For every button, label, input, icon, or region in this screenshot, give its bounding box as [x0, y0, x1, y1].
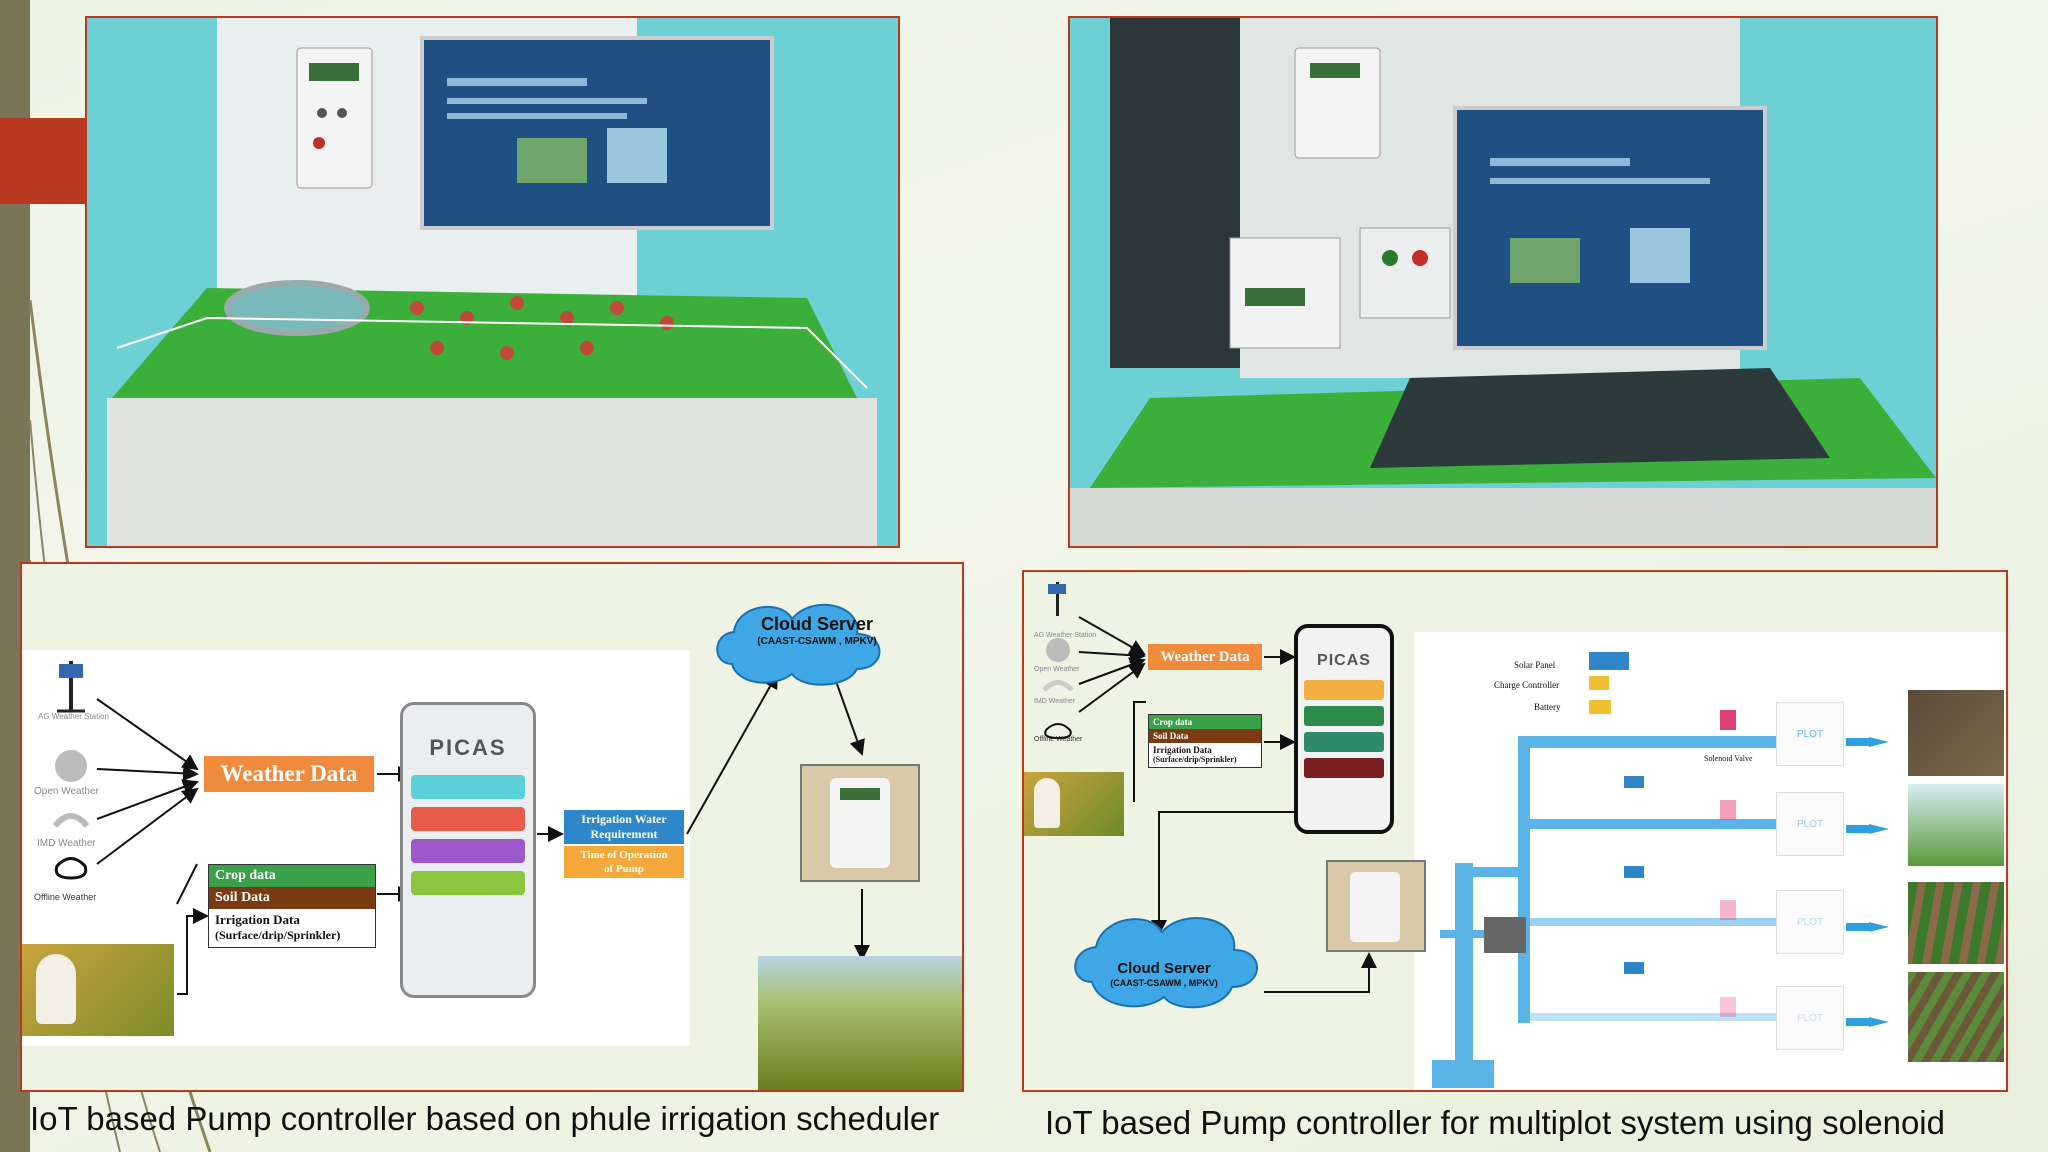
mp-pump-controller-image [1326, 860, 1426, 952]
diagram-phule-scheduler: AG Weather Station Open Weather IMD Weat… [20, 562, 964, 1092]
crop-data-row: Crop data [209, 865, 375, 887]
charge-controller-label: Charge Controller [1494, 680, 1560, 690]
mp-cloud-server-title: Cloud Server [1117, 960, 1211, 977]
mp-app-card-1 [1304, 680, 1384, 700]
app-card-2 [411, 807, 525, 831]
mp-input-data-stack: Crop data Soil Data Irrigation Data (Sur… [1148, 714, 1262, 768]
cloud-server-title: Cloud Server [760, 614, 874, 634]
mp-cloud-server-subtitle: (CAAST-CSAWM , MPKV) [1110, 978, 1218, 988]
picas-app-phone: PICAS [400, 702, 536, 998]
battery-icon [1589, 700, 1611, 714]
station-label-open: Open Weather [34, 786, 99, 797]
weather-data-box: Weather Data [204, 756, 374, 792]
solar-unit-2-icon [1624, 866, 1644, 878]
solar-unit-3-icon [1624, 962, 1644, 974]
mp-soil-data-row: Soil Data [1149, 729, 1261, 743]
app-card-4 [411, 871, 525, 895]
mp-station-ag: AG Weather Station [1034, 632, 1097, 639]
weather-station-icons [52, 661, 90, 880]
plot-3: PLOT [1776, 890, 1844, 954]
diagram-multiplot: AG Weather Station Open Weather IMD Weat… [1022, 570, 2008, 1092]
crop-photo-1 [1908, 690, 2004, 776]
battery-label: Battery [1534, 702, 1561, 712]
caption-right: IoT based Pump controller for multiplot … [1045, 1104, 1945, 1141]
solar-unit-1-icon [1624, 776, 1644, 788]
photo-phule-scheduler-demo [85, 16, 900, 548]
mp-station-offline: Offline Weather [1034, 736, 1083, 743]
mp-weather-data-box: Weather Data [1148, 644, 1262, 670]
crop-photo-3 [1908, 882, 2004, 964]
app-card-1 [411, 775, 525, 799]
plot-4: PLOT [1776, 986, 1844, 1050]
operation-line-2: of Pump [603, 863, 645, 875]
mp-station-imd: IMD Weather [1034, 698, 1076, 705]
solenoid-valve-label: Solenoid Valve [1704, 754, 1753, 763]
app-card-3 [411, 839, 525, 863]
station-label-offline: Offline Weather [34, 892, 97, 902]
pump-operation-box: Time of Operation of Pump [564, 846, 684, 878]
slide-red-accent [0, 118, 86, 204]
diagram-connectors [96, 603, 881, 995]
cloud-server-subtitle: (CAAST-CSAWM , MPKV) [757, 636, 877, 647]
solar-panel-label: Solar Panel [1514, 660, 1556, 670]
mp-app-card-4 [1304, 758, 1384, 778]
multiplot-connectors [1074, 616, 1889, 1088]
water-requirement-box: Irrigation Water Requirement [564, 810, 684, 844]
plot-2: PLOT [1776, 792, 1844, 856]
operation-line-1: Time of Operation [580, 849, 668, 861]
farmer-photo [22, 944, 174, 1036]
mp-irrigation-data-row: Irrigation Data [1153, 745, 1212, 755]
photo-multiplot-demo [1068, 16, 1938, 548]
mp-app-card-3 [1304, 732, 1384, 752]
irrigation-data-row: Irrigation Data [215, 912, 300, 927]
input-data-stack: Crop data Soil Data Irrigation Data (Sur… [208, 864, 376, 948]
requirement-line-2: Requirement [590, 827, 658, 841]
station-label-ag: AG Weather Station [38, 712, 109, 721]
irrigation-data-types: (Surface/drip/Sprinkler) [215, 928, 341, 942]
demo-model-illustration [87, 18, 898, 546]
field-photo [758, 956, 962, 1090]
charge-controller-icon [1589, 676, 1609, 690]
crop-photo-2 [1908, 784, 2004, 866]
mp-app-name: PICAS [1317, 652, 1371, 669]
mp-picas-app-phone: PICAS [1294, 624, 1394, 834]
soil-data-row: Soil Data [209, 887, 375, 909]
multiplot-canvas [1414, 632, 2006, 1090]
mp-crop-data-row: Crop data [1149, 715, 1261, 729]
mp-irrigation-data-types: (Surface/drip/Sprinkler) [1153, 755, 1237, 764]
mp-weather-station-icons [1042, 582, 1074, 740]
app-name: PICAS [429, 735, 507, 760]
crop-photo-4 [1908, 972, 2004, 1062]
caption-left: IoT based Pump controller based on phule… [30, 1100, 940, 1137]
multiplot-model-illustration [1070, 18, 1936, 546]
mp-app-card-2 [1304, 706, 1384, 726]
mp-farmer-photo [1024, 772, 1124, 836]
requirement-line-1: Irrigation Water [581, 812, 667, 826]
station-label-imd: IMD Weather [37, 838, 96, 849]
pump-controller-image [800, 764, 920, 882]
plot-1: PLOT [1776, 702, 1844, 766]
mp-station-open: Open Weather [1034, 666, 1080, 673]
solar-panel-icon [1589, 652, 1629, 670]
